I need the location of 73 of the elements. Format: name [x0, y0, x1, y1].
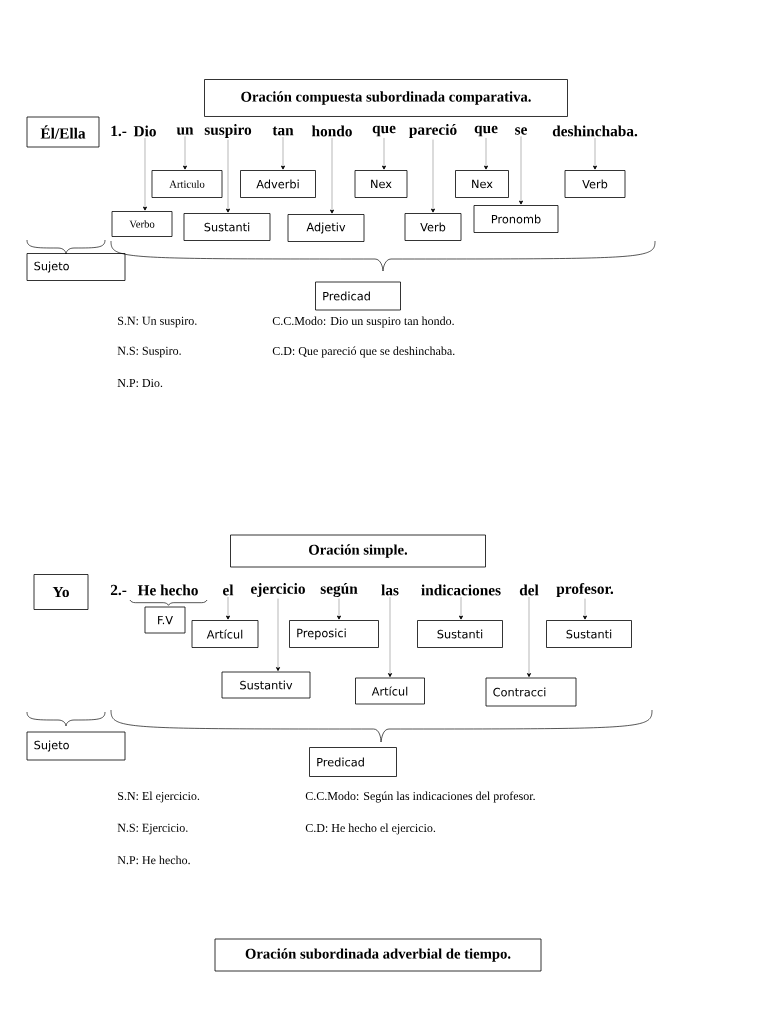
sentence-number: 1.- [111, 125, 127, 137]
word-class-box: Adverbi [240, 170, 316, 198]
arrow [276, 598, 280, 672]
analysis-note: C.D: Que pareció que se deshinchaba. [272, 346, 455, 358]
sentence-word: indicaciones [421, 584, 501, 596]
analysis-note: N.S: Suspiro. [117, 346, 181, 358]
word-class-box: Nex [455, 170, 509, 198]
sentence-word: el [223, 584, 234, 596]
word-class-box: Nex [354, 170, 408, 198]
word-class-box: Sustanti [546, 620, 632, 648]
sentence-word: ejercicio [251, 583, 305, 597]
word-class-box: Sustantiv [221, 671, 311, 699]
sentence-word: que [372, 125, 396, 137]
sentence-word: profesor. [556, 583, 614, 598]
sentence-word: deshinchaba. [552, 125, 638, 137]
word-class-box: Verb [404, 213, 462, 241]
sentence-word: según [320, 583, 358, 598]
word-class-box: Articulo [151, 170, 223, 198]
arrow [484, 137, 488, 170]
word-class-box: Verb [564, 170, 626, 198]
label-box: Sujeto [26, 731, 126, 761]
arrow [143, 137, 147, 211]
word-class-box: Pronomb [473, 205, 559, 233]
arrow [527, 596, 532, 678]
sentence-word: pareció [409, 124, 457, 138]
arrow [337, 598, 341, 620]
sentence-number: 2.- [110, 584, 127, 596]
title-box: Oración subordinada adverbial de tiempo. [214, 938, 542, 972]
word-class-box: F.V [144, 606, 186, 634]
sentence-word: He hecho [137, 584, 198, 596]
arrow [431, 139, 435, 213]
analysis-note: S.N: El ejercicio. [118, 791, 200, 803]
sentence-word: del [519, 584, 539, 596]
analysis-note: N.S: Ejercicio. [117, 823, 188, 835]
analysis-note: N.P: Dio. [117, 378, 163, 388]
title-box: Oración simple. [230, 534, 486, 568]
sentence-word: se [515, 127, 527, 135]
sentence-word: un [176, 127, 194, 135]
word-class-box: Artícul [355, 677, 425, 705]
label-box: Predicad [309, 747, 397, 777]
sentence-word: tan [272, 126, 294, 136]
analysis-note: S.N: Un suspiro. [118, 316, 197, 328]
sentence-word: las [381, 584, 399, 596]
sentence-word: hondo [311, 125, 352, 137]
sentence-word: Dio [133, 125, 156, 137]
word-class-box: Verbo [111, 211, 173, 237]
word-class-box: Sustanti [183, 213, 271, 241]
arrow [519, 135, 524, 205]
analysis-note: C.C.Modo: Según las indicaciones del profesor. [305, 791, 535, 803]
analysis-note: C.D: He hecho el ejercicio. [305, 823, 436, 835]
arrow [388, 596, 392, 678]
arrow [593, 137, 598, 170]
arrow [459, 596, 463, 620]
arrow [183, 135, 187, 170]
arrow [330, 137, 334, 214]
word-class-box: Sustanti [417, 620, 503, 648]
analysis-note: N.P: He hecho. [117, 855, 190, 865]
label-box: Predicad [315, 281, 401, 311]
arrow [226, 139, 230, 213]
word-class-box: Artícul [191, 620, 259, 648]
label-box: Preposici [289, 620, 379, 648]
subject-box: Él/Ella [26, 116, 100, 148]
label-box: Contracci [485, 677, 577, 707]
sentence-word: suspiro [204, 124, 252, 138]
word-class-box: Adjetiv [287, 214, 365, 242]
arrow [281, 136, 285, 170]
arrow [226, 596, 230, 620]
arrow [382, 137, 386, 170]
subject-box: Yo [33, 574, 89, 610]
title-box: Oración compuesta subordinada comparativa. [204, 79, 568, 117]
label-box: Sujeto [26, 253, 126, 281]
arrow [583, 598, 588, 620]
sentence-word: que [474, 125, 498, 137]
